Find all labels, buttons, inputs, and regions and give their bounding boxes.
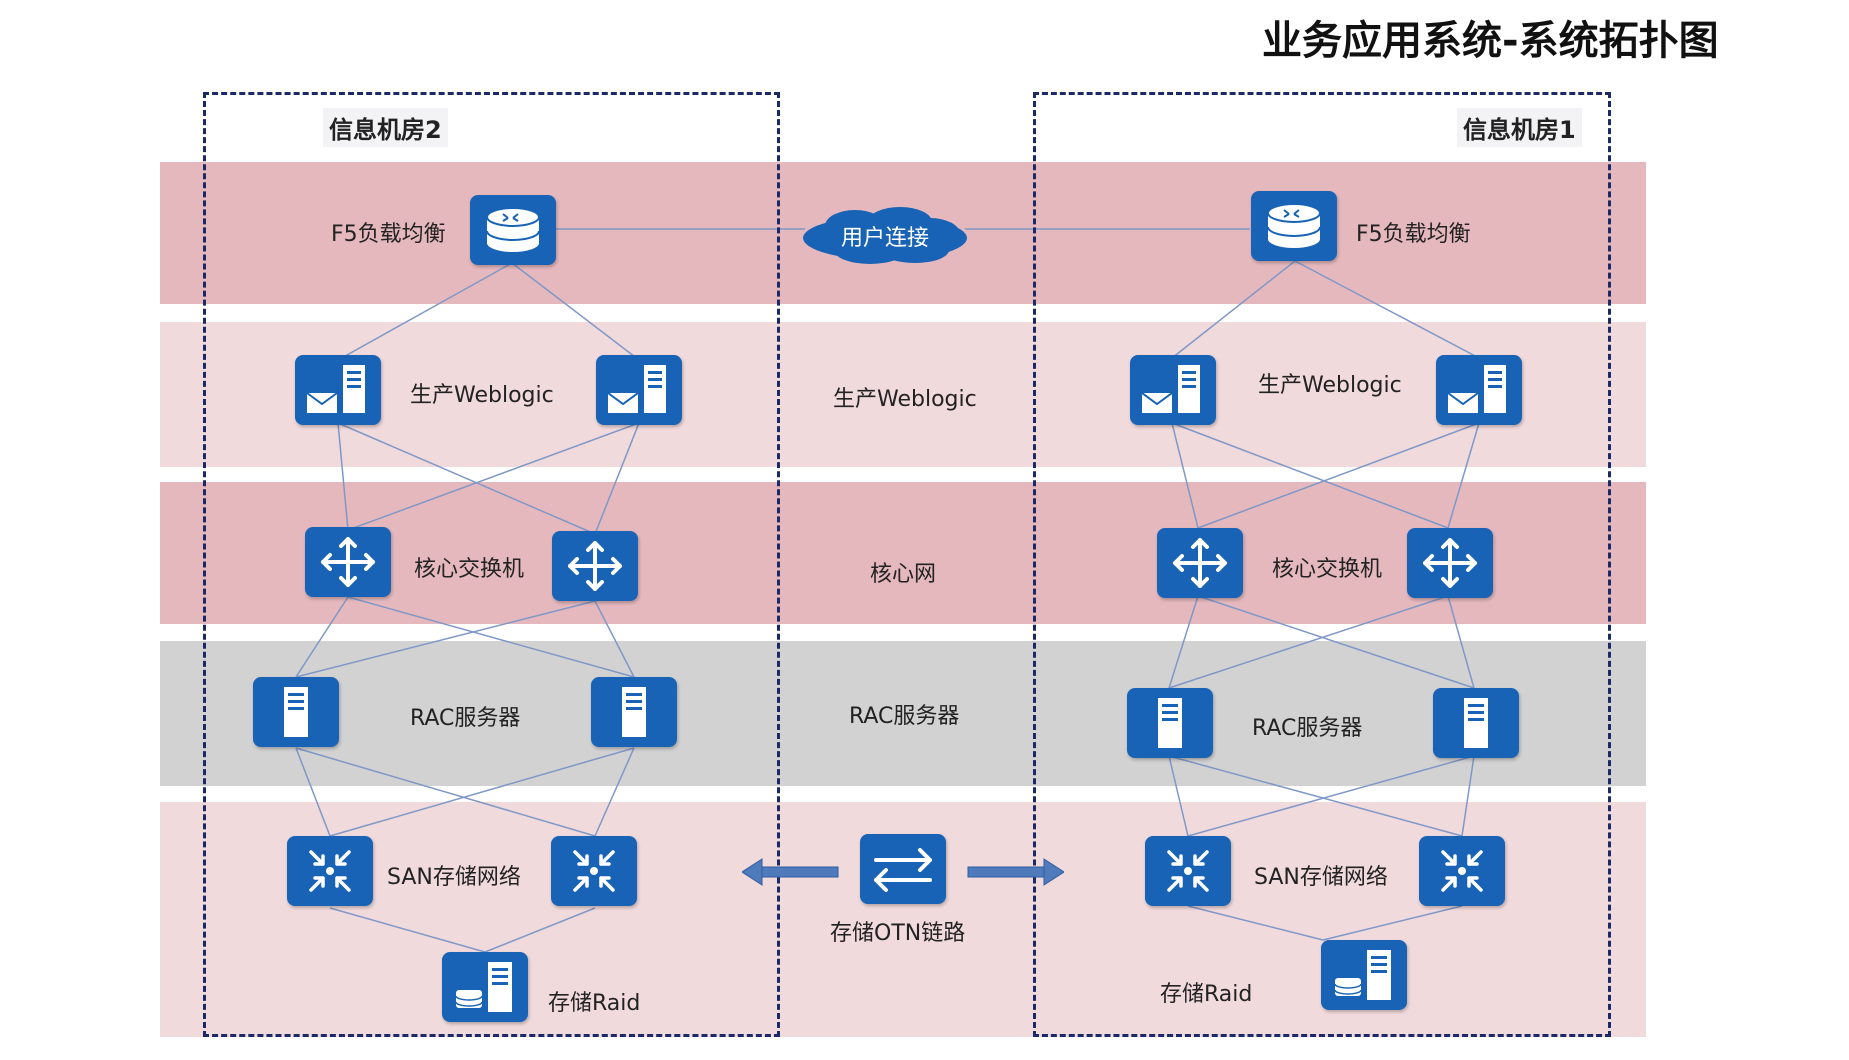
- room1-weblogic-label: 生产Weblogic: [1258, 373, 1402, 398]
- san-switch-icon: [1167, 850, 1209, 892]
- room2-san-switch-1[interactable]: [287, 836, 373, 906]
- room2-f5-load-balancer[interactable]: [470, 195, 556, 265]
- room1-core-switch-2[interactable]: [1407, 528, 1493, 598]
- room-2-label: 信息机房2: [323, 108, 448, 147]
- room2-rac-server-2[interactable]: [591, 677, 677, 747]
- room2-weblogic-server-2[interactable]: [596, 355, 682, 425]
- room2-rac-server-1[interactable]: [253, 677, 339, 747]
- web-server-icon: [306, 365, 365, 413]
- otn-link-label: 存储OTN链路: [830, 921, 966, 946]
- rac-server-icon: [1464, 698, 1488, 748]
- center-weblogic-label: 生产Weblogic: [833, 387, 977, 412]
- room2-f5-label: F5负载均衡: [331, 222, 446, 247]
- core-switch-icon: [321, 537, 375, 587]
- web-server-icon: [1141, 365, 1200, 413]
- room1-san-switch-2[interactable]: [1419, 836, 1505, 906]
- room-1-frame: [1033, 92, 1611, 1037]
- user-connection-label: 用户连接: [840, 226, 929, 251]
- load-balancer-icon: [486, 207, 540, 252]
- rac-server-icon: [1158, 698, 1182, 748]
- room2-san-label: SAN存储网络: [387, 865, 521, 890]
- storage-raid-icon: [455, 962, 512, 1012]
- room1-weblogic-server-1[interactable]: [1130, 355, 1216, 425]
- web-server-icon: [607, 365, 666, 413]
- room-2-frame: [203, 92, 780, 1037]
- cloud-icon: [803, 207, 967, 264]
- page-title: 业务应用系统-系统拓扑图: [1262, 18, 1719, 64]
- room1-f5-load-balancer[interactable]: [1251, 191, 1337, 261]
- core-switch-icon: [1173, 538, 1227, 588]
- san-switch-icon: [1441, 850, 1483, 892]
- center-rac-label: RAC服务器: [849, 704, 960, 729]
- room1-rac-server-2[interactable]: [1433, 688, 1519, 758]
- room2-core-switch-label: 核心交换机: [414, 557, 525, 582]
- room1-weblogic-server-2[interactable]: [1436, 355, 1522, 425]
- rac-server-icon: [284, 687, 308, 737]
- band-rac: [160, 641, 1646, 786]
- band-core-network: [160, 482, 1646, 624]
- room2-raid-label: 存储Raid: [548, 991, 641, 1016]
- room-1-label: 信息机房1: [1457, 108, 1582, 147]
- room2-weblogic-server-1[interactable]: [295, 355, 381, 425]
- band-weblogic: [160, 322, 1646, 467]
- user-connection-cloud: 用户连接: [800, 206, 970, 266]
- room1-rac-server-1[interactable]: [1127, 688, 1213, 758]
- arrow-left-icon: [742, 858, 839, 886]
- san-switch-icon: [309, 850, 351, 892]
- arrow-right-icon: [967, 858, 1064, 886]
- room1-storage-raid[interactable]: [1321, 940, 1407, 1010]
- room2-weblogic-label: 生产Weblogic: [410, 383, 554, 408]
- web-server-icon: [1447, 365, 1506, 413]
- storage-raid-icon: [1334, 950, 1391, 1000]
- otn-link-icon: [874, 848, 932, 892]
- room1-core-switch-label: 核心交换机: [1272, 557, 1383, 582]
- core-switch-icon: [568, 541, 622, 591]
- otn-link-device[interactable]: [860, 834, 946, 904]
- room1-raid-label: 存储Raid: [1160, 982, 1253, 1007]
- room1-core-switch-1[interactable]: [1157, 528, 1243, 598]
- core-switch-icon: [1423, 538, 1477, 588]
- room2-core-switch-1[interactable]: [305, 527, 391, 597]
- san-switch-icon: [573, 850, 615, 892]
- room2-storage-raid[interactable]: [442, 952, 528, 1022]
- load-balancer-icon: [1267, 203, 1321, 248]
- room2-core-switch-2[interactable]: [552, 531, 638, 601]
- rac-server-icon: [622, 687, 646, 737]
- room1-san-label: SAN存储网络: [1254, 865, 1388, 890]
- room1-san-switch-1[interactable]: [1145, 836, 1231, 906]
- room2-san-switch-2[interactable]: [551, 836, 637, 906]
- center-core-network-label: 核心网: [870, 562, 937, 587]
- room1-f5-label: F5负载均衡: [1356, 222, 1471, 247]
- room2-rac-label: RAC服务器: [410, 706, 521, 731]
- room1-rac-label: RAC服务器: [1252, 716, 1363, 741]
